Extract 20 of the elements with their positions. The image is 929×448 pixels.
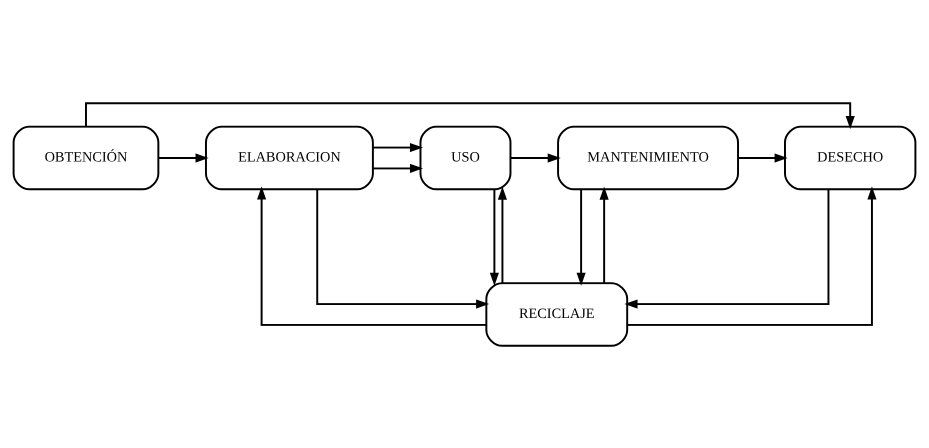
- arrow: [600, 186, 609, 282]
- arrow: [510, 152, 561, 162]
- node-box: RECICLAJE: [485, 282, 628, 346]
- node-box: OBTENCIÓN: [12, 125, 160, 190]
- arrow: [498, 186, 507, 282]
- arrow: [85, 102, 855, 129]
- arrow: [373, 142, 424, 152]
- arrow: [316, 188, 490, 308]
- node-box: USO: [420, 125, 512, 190]
- arrow: [624, 188, 830, 308]
- arrow: [257, 186, 486, 326]
- arrow: [490, 189, 499, 286]
- arrow: [158, 152, 209, 162]
- node-box: DESECHO: [784, 125, 916, 190]
- arrow: [576, 189, 586, 286]
- arrow: [373, 163, 424, 172]
- arrow: [738, 152, 788, 162]
- node-box: MANTENIMIENTO: [557, 125, 740, 190]
- arrow: [628, 186, 876, 326]
- node-box: ELABORACION: [204, 125, 374, 190]
